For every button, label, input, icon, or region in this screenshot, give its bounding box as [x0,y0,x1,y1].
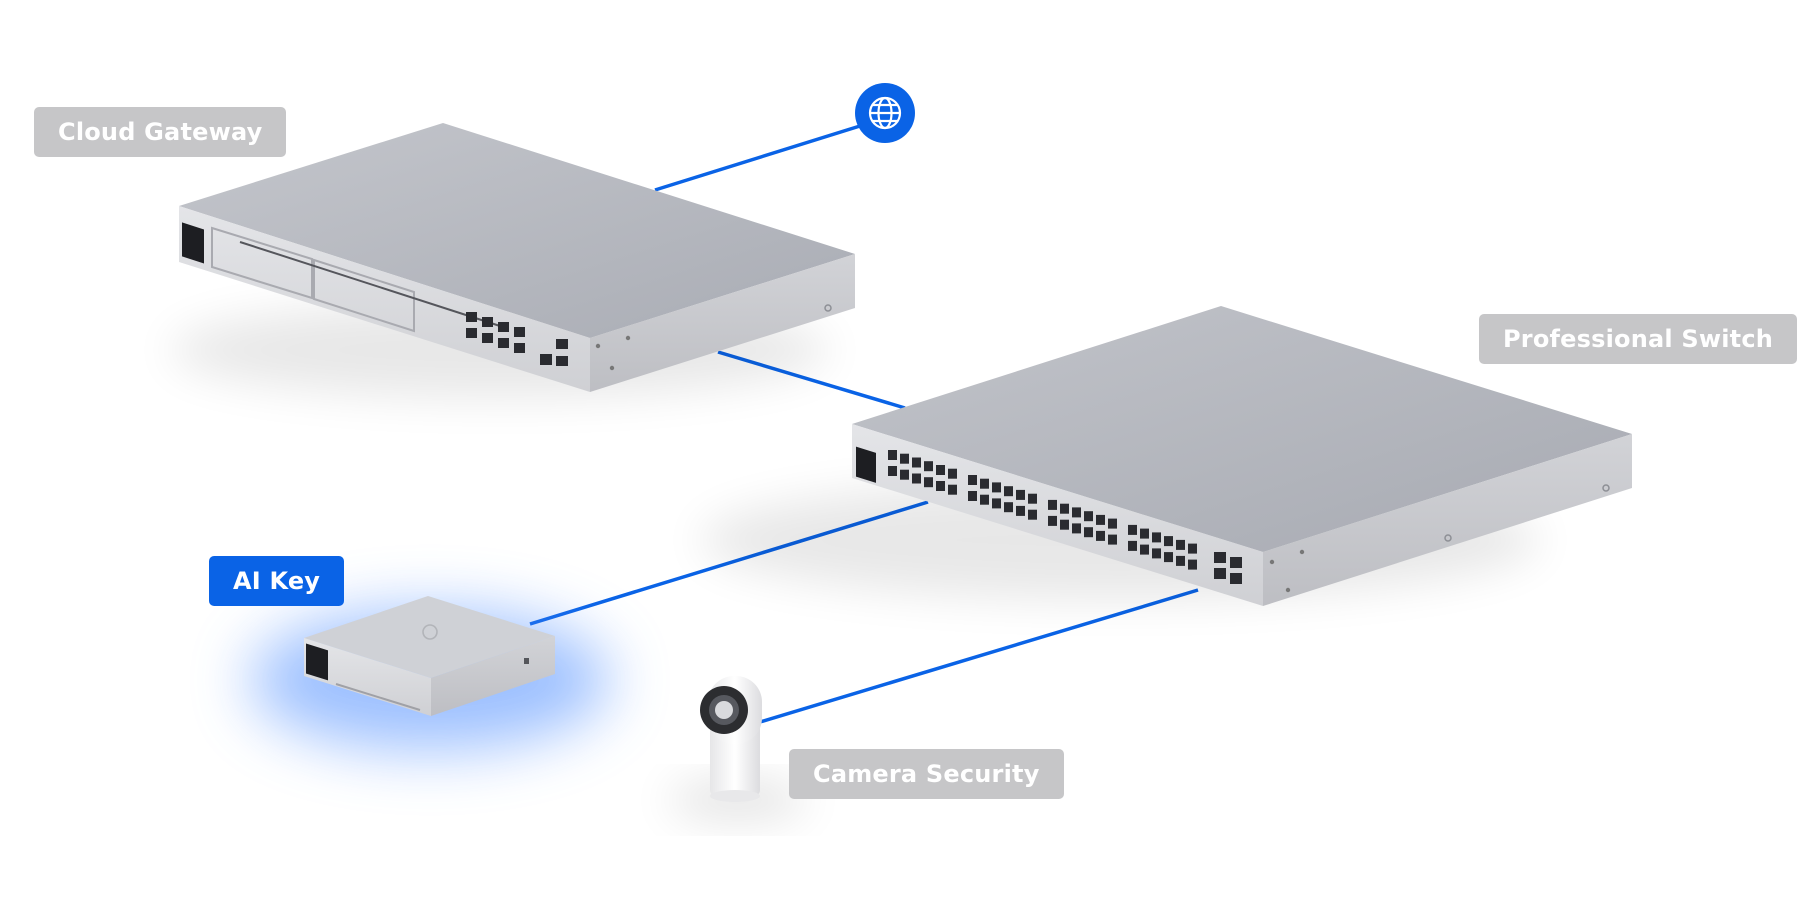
ai-key-device [250,596,610,750]
switch-port [900,453,909,464]
switch-port [912,457,921,468]
label-cloud-gateway[interactable]: Cloud Gateway [34,107,287,157]
switch-port [1016,505,1025,516]
switch-port [1004,502,1013,513]
switch-port [1176,539,1185,550]
switch-port [980,494,989,505]
switch-port [980,478,989,489]
professional-switch-device [700,306,1632,606]
globe-icon [868,96,902,130]
switch-port [1140,528,1149,539]
switch-port [888,466,897,476]
switch-port [1016,489,1025,500]
switch-port [948,468,957,479]
camera-security-device [668,676,808,818]
label-camera-security[interactable]: Camera Security [789,749,1064,799]
switch-port [992,498,1001,509]
internet-node [855,83,915,143]
cloud-gateway-device [170,123,855,398]
switch-port [924,477,933,488]
switch-port [900,469,909,480]
switch-port [1164,552,1173,563]
switch-port [888,450,897,460]
switch-port [1060,503,1069,514]
switch-port [968,491,977,501]
switch-port [1072,507,1081,518]
switch-ports [888,450,1197,570]
switch-port [992,482,1001,493]
label-professional-switch[interactable]: Professional Switch [1479,314,1798,364]
switch-port [1060,519,1069,530]
switch-port [1096,514,1105,525]
switch-port [1152,532,1161,543]
switch-port [1188,543,1197,554]
switch-port [1004,486,1013,497]
switch-port [1108,518,1117,529]
switch-port [912,473,921,484]
switch-port [1084,511,1093,522]
switch-port [1084,527,1093,538]
switch-port [1128,540,1137,551]
link-switch-camera [759,588,1199,724]
switch-port [948,484,957,495]
switch-port [1048,515,1057,526]
switch-port [1176,555,1185,566]
switch-port [936,481,945,491]
switch-port [1108,534,1117,545]
switch-port [968,475,977,485]
link-internet-gateway [654,124,861,192]
switch-port [1128,524,1137,535]
switch-port [1028,493,1037,504]
switch-port [1164,536,1173,547]
switch-port [1028,509,1037,520]
switch-port [1188,559,1197,570]
switch-port [1140,544,1149,555]
switch-port [1096,530,1105,541]
switch-port [1152,548,1161,559]
label-ai-key[interactable]: AI Key [209,556,345,606]
switch-port [1072,523,1081,534]
switch-port [1048,499,1057,510]
switch-port [924,461,933,472]
switch-port [936,465,945,475]
